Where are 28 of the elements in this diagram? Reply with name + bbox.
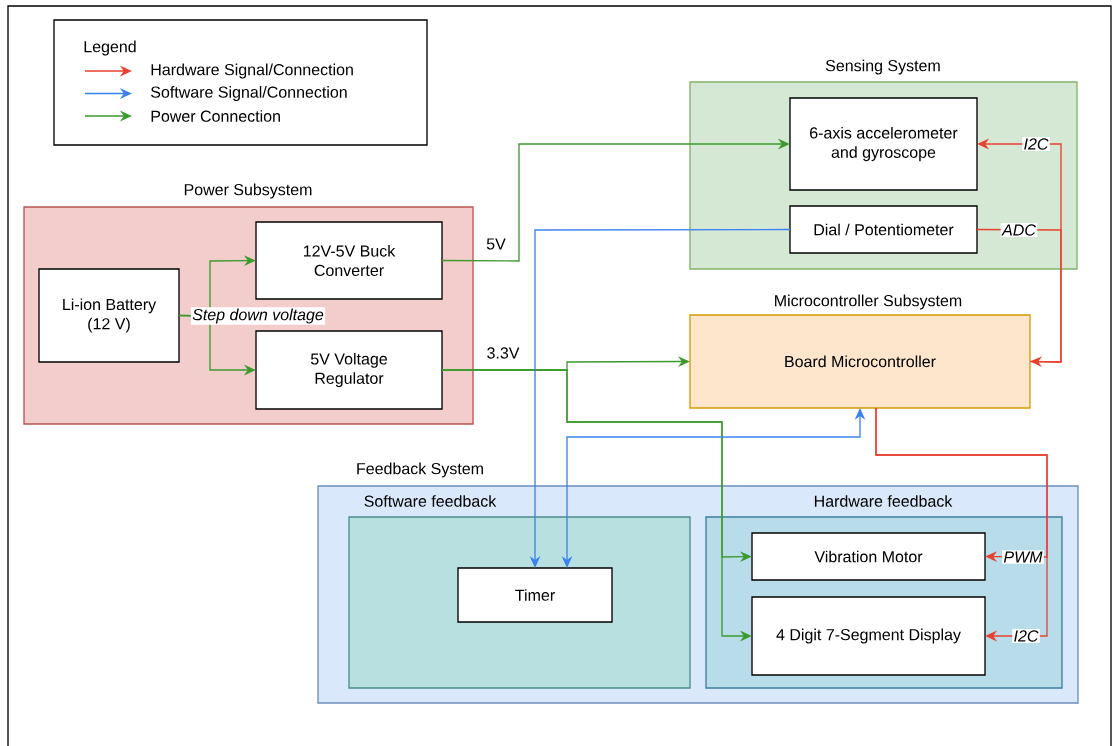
component-box: Dial / Potentiometer	[789, 205, 978, 254]
panel-title: Power Subsystem	[184, 183, 312, 199]
panel-title: Microcontroller Subsystem	[775, 294, 962, 310]
legend-label: Hardware Signal/Connection	[151, 63, 353, 79]
component-box: Timer	[457, 567, 613, 623]
edge-label: PWM	[1002, 550, 1044, 564]
edge-label: I2C	[1022, 137, 1050, 151]
edge-label: I2C	[1012, 629, 1040, 643]
edge-label: 5V	[486, 238, 506, 250]
component-box: 6-axis accelerometer and gyroscope	[789, 97, 978, 191]
panel-title: Hardware feedback	[814, 495, 953, 507]
edge-label: ADC	[1000, 223, 1038, 237]
panel-title: Sensing System	[825, 59, 940, 75]
component-box: Vibration Motor	[751, 532, 986, 581]
component-box: Li-ion Battery (12 V)	[38, 268, 180, 363]
panel-title: Software feedback	[364, 495, 497, 507]
panel-title: Feedback System	[357, 462, 483, 478]
edge-label: 3.3V	[487, 347, 520, 359]
connector-arrow	[441, 138, 790, 262]
edge-label: Step down voltage	[190, 307, 326, 325]
legend-label: Software Signal/Connection	[151, 86, 347, 101]
component-box: 4 Digit 7-Segment Display	[751, 596, 986, 676]
legend-label: Power Connection	[151, 110, 280, 122]
component-box: 5V Voltage Regulator	[255, 330, 443, 410]
microcontroller-box: Board Microcontroller	[689, 314, 1031, 409]
connector-arrow	[875, 407, 1048, 642]
legend-title: Legend	[84, 40, 136, 56]
component-box: 12V-5V Buck Converter	[255, 221, 443, 300]
